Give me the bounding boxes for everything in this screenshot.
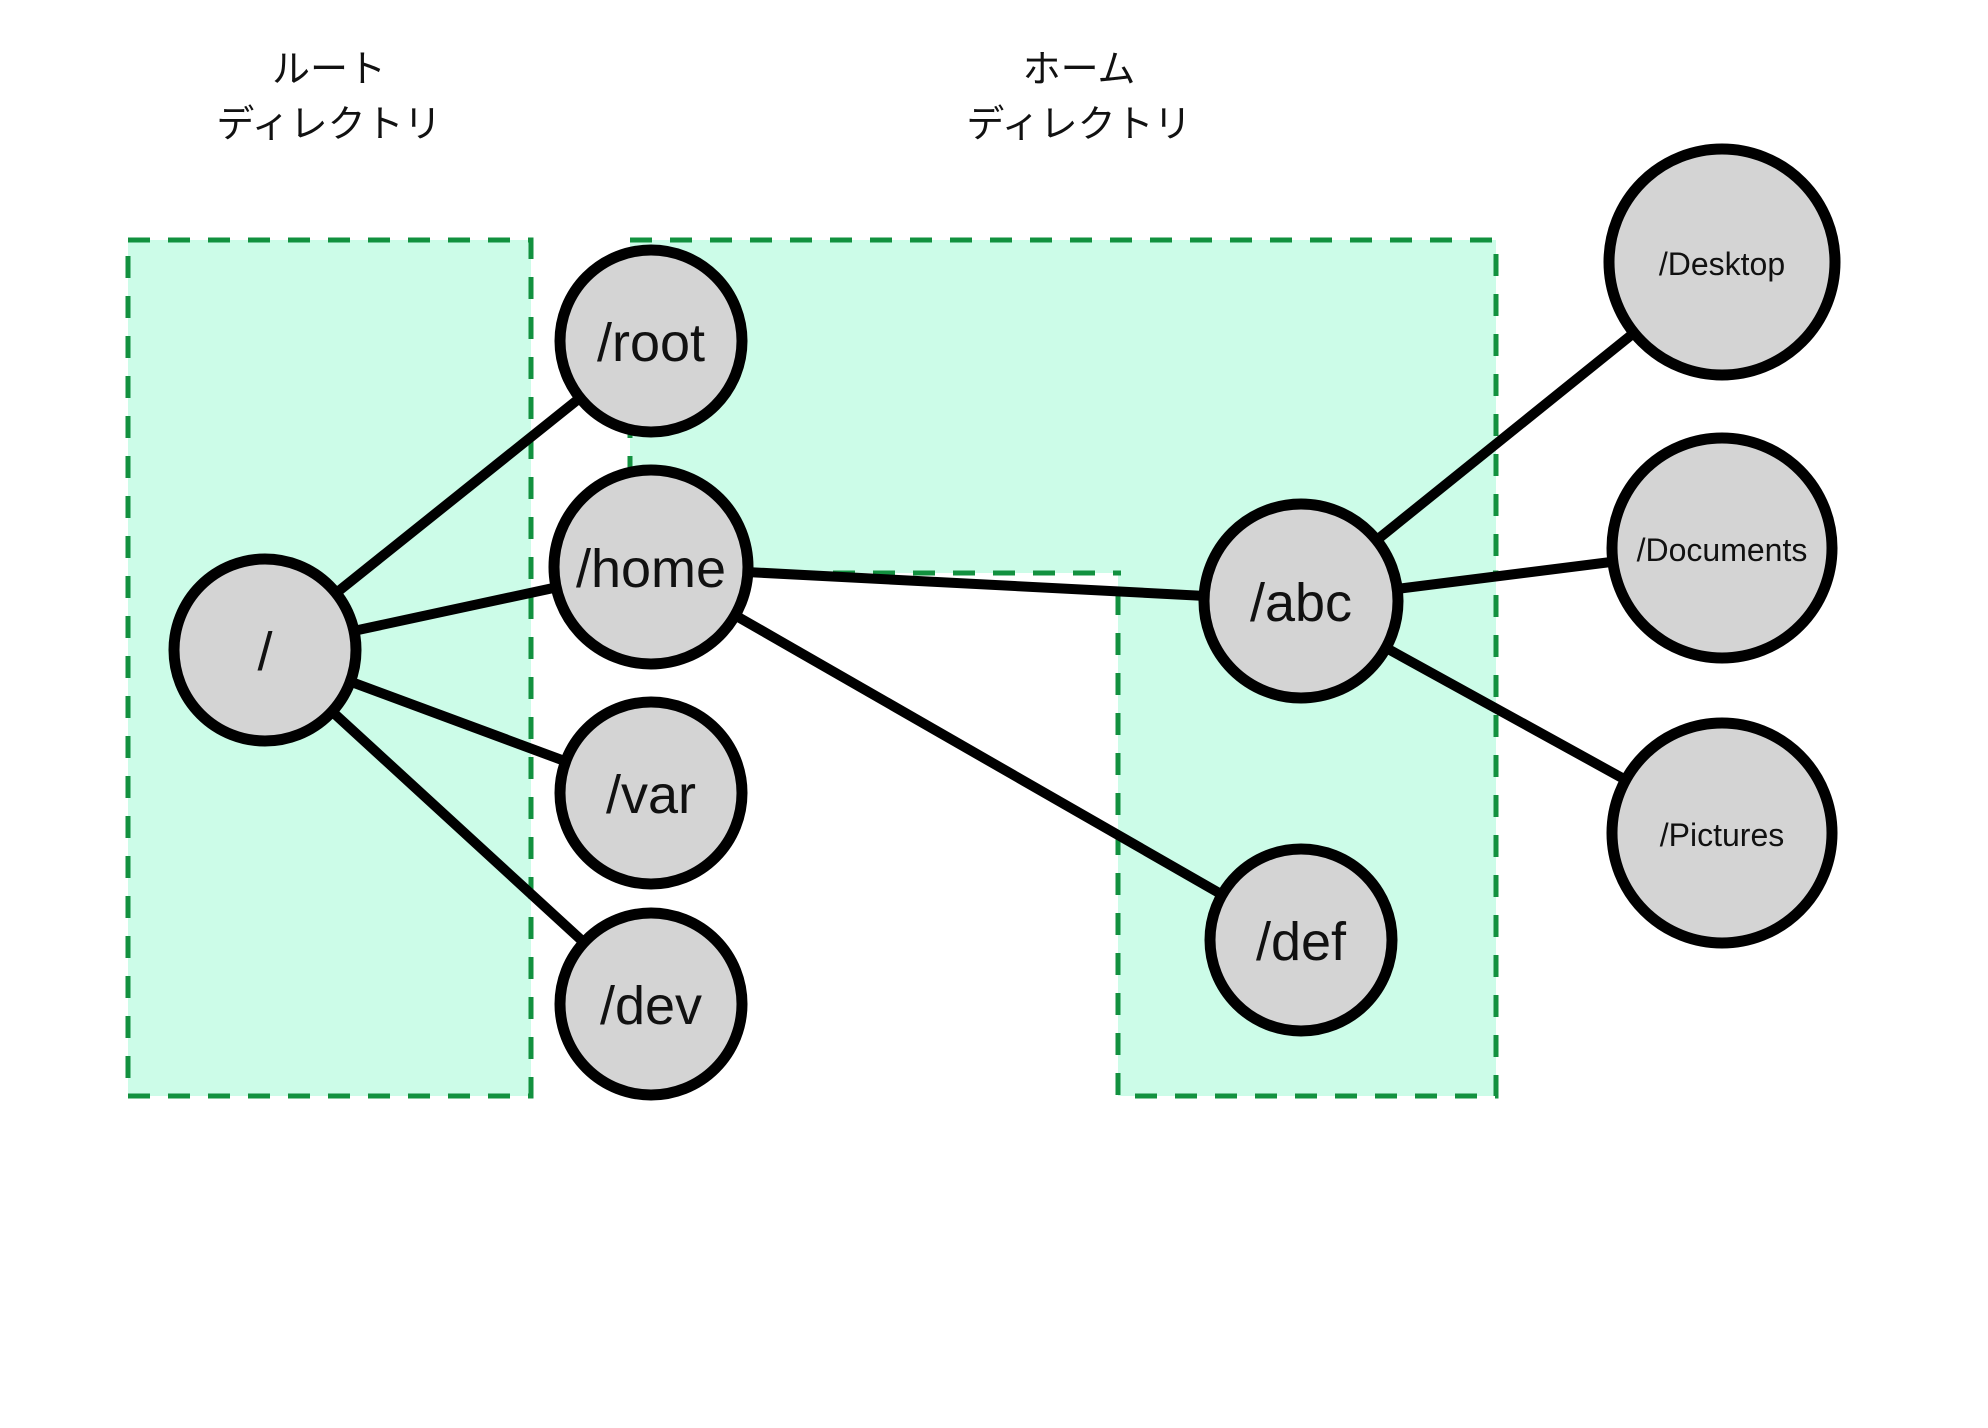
home-dir-caption-line2: ディレクトリ bbox=[966, 104, 1191, 146]
node-desktop[interactable]: /Desktop bbox=[1603, 143, 1841, 381]
node-def[interactable]: /def bbox=[1204, 843, 1398, 1037]
root-dir-caption-line2: ディレクトリ bbox=[216, 104, 441, 146]
node-root-circle[interactable] bbox=[168, 553, 362, 747]
node-documents-circle[interactable] bbox=[1606, 432, 1838, 664]
home-dir-caption-line1: ホーム bbox=[1023, 49, 1136, 91]
node-home-label: /home bbox=[576, 539, 726, 599]
node-documents-label: /Documents bbox=[1637, 532, 1808, 568]
node-dev-circle[interactable] bbox=[554, 907, 748, 1101]
node-var-circle[interactable] bbox=[554, 696, 748, 890]
node-var-label: /var bbox=[606, 765, 696, 825]
edge-home-to-abc bbox=[743, 566, 1209, 602]
nodes-layer: / /root/home/var/dev/abc/def/Desktop/Docu… bbox=[168, 143, 1841, 1101]
node-abc[interactable]: /abc bbox=[1198, 498, 1404, 704]
edge-root-to-var bbox=[344, 675, 572, 768]
node-desktop-circle[interactable] bbox=[1603, 143, 1841, 381]
edge-abc-to-pictures bbox=[1380, 641, 1632, 787]
node-documents[interactable]: /Documents bbox=[1606, 432, 1838, 664]
edge-abc-to-documents bbox=[1392, 556, 1618, 595]
node-root-dir-label: /root bbox=[597, 313, 705, 373]
edge-root-to-dev bbox=[325, 705, 591, 949]
edges-layer bbox=[325, 326, 1641, 949]
node-dev[interactable]: /dev bbox=[554, 907, 748, 1101]
node-def-circle[interactable] bbox=[1204, 843, 1398, 1037]
group-boxes-layer bbox=[125, 237, 1499, 1099]
node-pictures[interactable]: /Pictures bbox=[1606, 717, 1838, 949]
node-desktop-label: /Desktop bbox=[1659, 246, 1785, 282]
node-root-label: / bbox=[257, 622, 272, 682]
edge-root-to-home bbox=[349, 581, 562, 637]
node-var[interactable]: /var bbox=[554, 696, 748, 890]
node-pictures-circle[interactable] bbox=[1606, 717, 1838, 949]
edge-root-to-root-dir bbox=[329, 391, 587, 600]
node-root-dir[interactable]: /root bbox=[554, 244, 748, 438]
node-abc-circle[interactable] bbox=[1198, 498, 1404, 704]
node-root[interactable]: / bbox=[168, 553, 362, 747]
node-home-circle[interactable] bbox=[548, 464, 754, 670]
node-abc-label: /abc bbox=[1250, 573, 1352, 633]
node-dev-label: /dev bbox=[600, 976, 702, 1036]
edge-abc-to-desktop bbox=[1370, 326, 1641, 547]
node-def-label: /def bbox=[1256, 912, 1347, 972]
node-root-dir-circle[interactable] bbox=[554, 244, 748, 438]
root-dir-caption-line1: ルート bbox=[272, 49, 386, 91]
edge-home-to-def bbox=[729, 608, 1229, 902]
node-pictures-label: /Pictures bbox=[1660, 817, 1784, 853]
node-home[interactable]: /home bbox=[548, 464, 754, 670]
